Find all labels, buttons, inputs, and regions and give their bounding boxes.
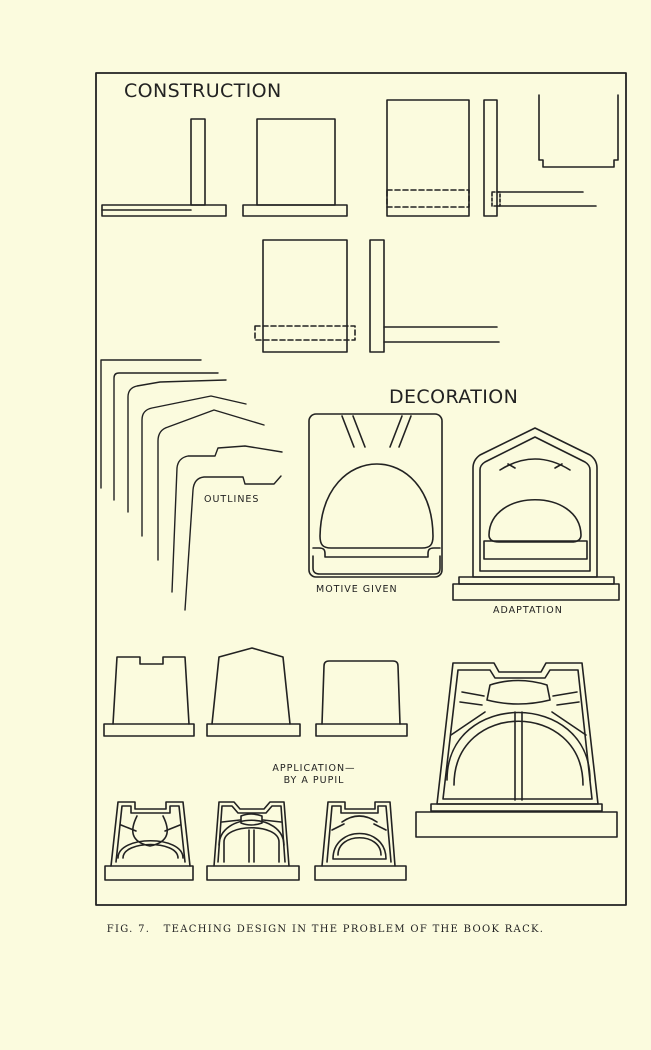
- construction-sketch-1: [101, 118, 227, 217]
- pupil-example-2: [206, 801, 300, 881]
- label-application-line2: BY A PUPIL: [283, 775, 345, 786]
- figure-caption: FIG. 7. TEACHING DESIGN IN THE PROBLEM O…: [106, 924, 545, 935]
- application-shape-2: [206, 647, 301, 737]
- label-adaptation: ADAPTATION: [493, 605, 563, 616]
- label-application-line1: APPLICATION—: [272, 763, 356, 774]
- application-shape-3: [315, 660, 408, 737]
- heading-decoration: DECORATION: [389, 386, 519, 408]
- construction-sketch-7: [369, 239, 500, 353]
- construction-sketch-3: [386, 99, 470, 217]
- outline-variations: [100, 359, 283, 611]
- heading-construction: CONSTRUCTION: [124, 80, 282, 102]
- construction-sketch-5: [538, 94, 619, 168]
- construction-sketch-6: [254, 239, 356, 353]
- construction-sketch-2: [242, 118, 348, 217]
- construction-sketch-4: [483, 99, 597, 217]
- adaptation-drawing: [452, 427, 620, 601]
- pupil-example-3: [314, 801, 407, 881]
- large-rack-drawing: [415, 662, 618, 838]
- label-motive-given: MOTIVE GIVEN: [316, 584, 398, 595]
- motive-given-drawing: [308, 413, 443, 578]
- label-outlines: OUTLINES: [204, 494, 260, 505]
- pupil-example-1: [104, 801, 194, 881]
- application-shape-1: [103, 656, 195, 737]
- frame-border: [95, 72, 627, 906]
